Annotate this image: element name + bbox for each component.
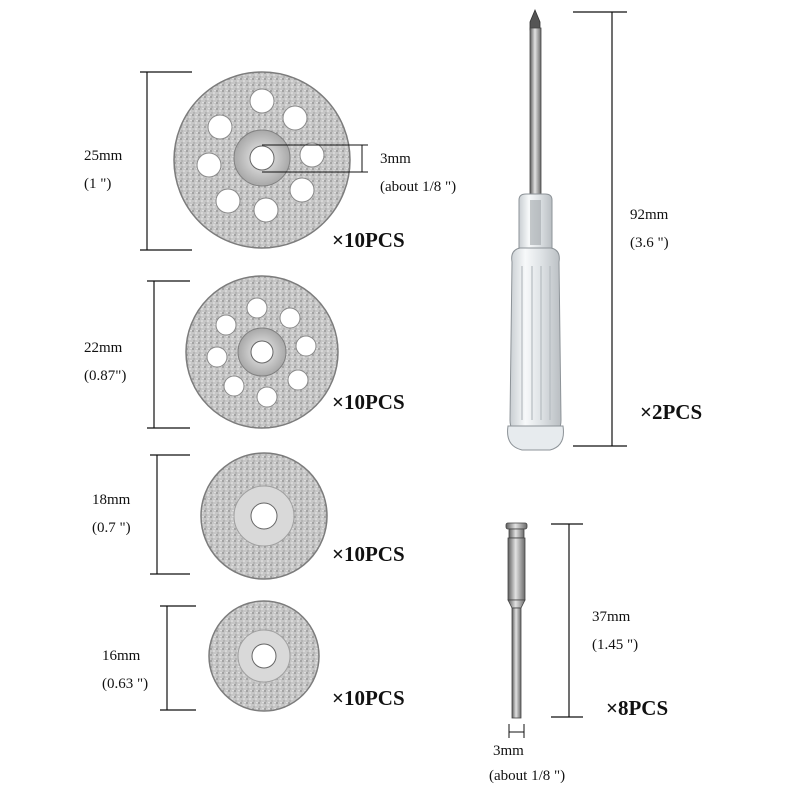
dim-25mm	[140, 71, 192, 251]
disc-18-size-in: (0.7 ")	[92, 520, 131, 536]
hole-size-in: (about 1/8 ")	[380, 179, 457, 195]
disc-18-size-mm: 18mm	[92, 492, 131, 508]
shank-size-mm: 3mm	[493, 743, 524, 759]
dim-18mm	[150, 454, 190, 575]
mandrel	[505, 522, 528, 719]
disc-25-size-in: (1 ")	[84, 176, 112, 192]
screwdriver-size-mm: 92mm	[630, 207, 669, 223]
disc-25-quantity: ×10PCS	[332, 228, 405, 252]
dim-16mm	[160, 605, 196, 711]
shank-size-in: (about 1/8 ")	[489, 768, 566, 784]
disc-16-size-in: (0.63 ")	[102, 676, 149, 692]
disc-16mm	[208, 600, 320, 712]
mandrel-quantity: ×8PCS	[606, 696, 669, 720]
hole-size-mm: 3mm	[380, 151, 411, 167]
disc-25mm	[173, 71, 351, 249]
dim-22mm	[147, 280, 190, 429]
dim-37mm	[551, 523, 583, 718]
mandrel-size-mm: 37mm	[592, 609, 631, 625]
disc-22mm	[185, 275, 339, 429]
disc-22-size-mm: 22mm	[84, 340, 123, 356]
disc-25-size-mm: 25mm	[84, 148, 123, 164]
screwdriver-size-in: (3.6 ")	[630, 235, 669, 251]
disc-18mm	[200, 452, 328, 580]
screwdriver-quantity: ×2PCS	[640, 400, 703, 424]
disc-22-size-in: (0.87")	[84, 368, 127, 384]
dim-92mm	[573, 11, 627, 447]
dim-shank-3mm	[508, 724, 525, 738]
disc-16-quantity: ×10PCS	[332, 686, 405, 710]
disc-18-quantity: ×10PCS	[332, 542, 405, 566]
mandrel-size-in: (1.45 ")	[592, 637, 639, 653]
dim-hole-3mm	[262, 144, 368, 173]
disc-22-quantity: ×10PCS	[332, 390, 405, 414]
disc-16-size-mm: 16mm	[102, 648, 141, 664]
screwdriver	[507, 8, 564, 451]
